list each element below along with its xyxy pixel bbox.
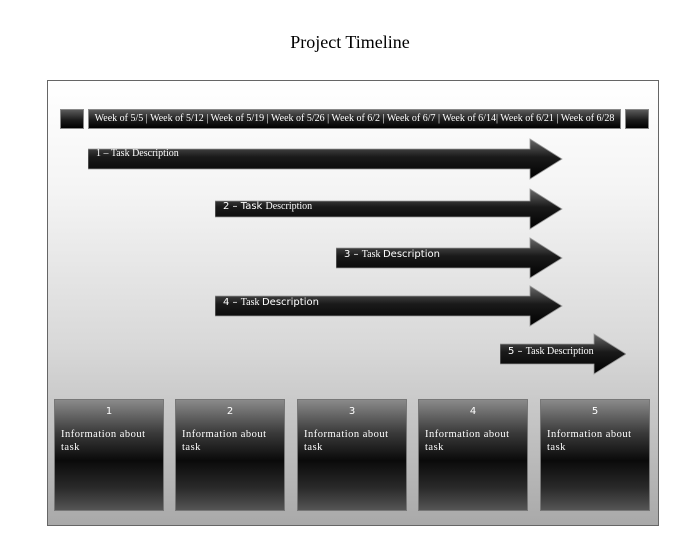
arrow-shape-icon [88,138,563,180]
task-arrow-1[interactable]: 1 – Task Description [88,137,564,181]
task-number: 5 [591,406,599,417]
task-info-box-1[interactable]: 1 Information about task [54,399,164,511]
page-title: Project Timeline [290,32,410,52]
task-info-text: Information about task [182,429,267,453]
task-label-4: 4 – Task Description [223,297,319,308]
task-info-box-4[interactable]: 4 Information about task [418,399,528,511]
task-number: 2 [226,406,234,417]
header-right-cap [625,109,649,129]
task-info-box-3[interactable]: 3 Information about task [297,399,407,511]
arrow-shape-icon [500,333,626,375]
task-arrow-3[interactable]: 3 – Task Description [336,236,564,280]
task-label-1: 1 – Task Description [96,148,179,159]
timeline-week-header: Week of 5/5 | Week of 5/12 | Week of 5/1… [88,109,621,129]
task-arrow-2[interactable]: 2 – Task Description [215,187,564,231]
task-info-text: Information about task [61,429,146,453]
task-info-text: Information about task [425,429,510,453]
task-label-3: 3 – Task Description [344,249,440,260]
task-info-box-2[interactable]: 2 Information about task [175,399,285,511]
task-label-5: 5 – Task Description [508,346,594,357]
task-info-text: Information about task [304,429,389,453]
task-number: 1 [105,406,113,417]
task-arrow-5[interactable]: 5 – Task Description [500,332,626,376]
task-info-box-5[interactable]: 5 Information about task [540,399,650,511]
arrow-shape-icon [336,237,563,279]
task-arrow-4[interactable]: 4 – Task Description [215,284,564,328]
timeline-panel: Week of 5/5 | Week of 5/12 | Week of 5/1… [47,80,659,526]
task-label-2: 2 – Task Description [223,201,313,212]
task-number: 3 [348,406,356,417]
header-left-cap [60,109,84,129]
task-number: 4 [469,406,477,417]
arrow-shape-icon [215,285,563,327]
task-info-text: Information about task [547,429,632,453]
arrow-shape-icon [215,188,563,230]
